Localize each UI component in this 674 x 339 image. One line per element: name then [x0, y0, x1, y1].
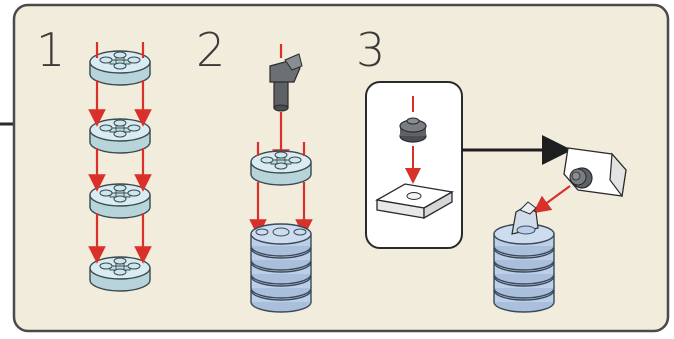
step2-assembly — [249, 44, 313, 313]
step3-arrow — [532, 185, 571, 214]
step1-arrows — [88, 42, 152, 264]
step1-assembly — [88, 42, 152, 292]
trans-plate-icon — [89, 115, 151, 154]
assembled-tile-plate-icon — [563, 147, 627, 198]
trans-plate-icon — [89, 180, 151, 219]
step-number-2: 2 — [196, 23, 225, 77]
round-tile-icon — [399, 117, 427, 143]
step-number-1: 1 — [36, 23, 65, 77]
jumper-plate-icon — [375, 183, 454, 220]
step3-callout — [365, 81, 463, 249]
trans-plate-icon — [89, 47, 151, 86]
trans-plate-icon — [250, 147, 312, 186]
step-number-3: 3 — [356, 23, 385, 77]
bar-holder-clip-icon — [269, 53, 303, 112]
trans-plate-icon — [89, 253, 151, 292]
blue-plate-stack-clip-icon — [493, 201, 555, 313]
blue-plate-stack-icon — [250, 223, 312, 313]
